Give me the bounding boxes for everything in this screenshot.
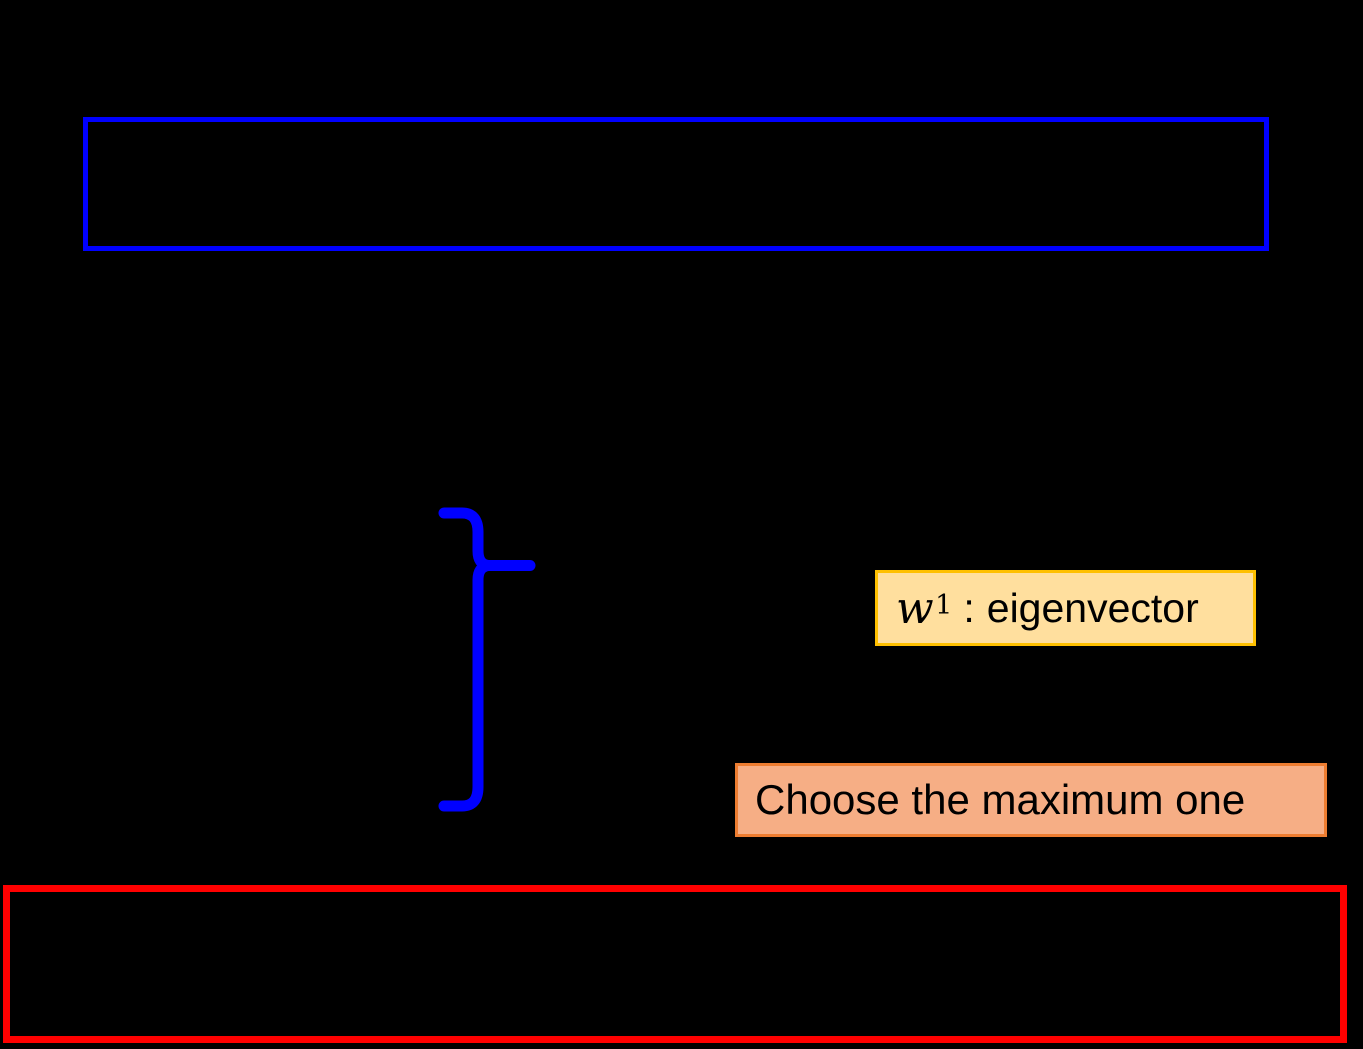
eigenvector-label: eigenvector <box>986 584 1199 631</box>
callout-choose-maximum: Choose the maximum one <box>735 763 1327 837</box>
eigenvector-symbol: w <box>896 582 935 634</box>
eigenvector-separator: : <box>963 584 975 631</box>
blue-highlight-rectangle <box>83 117 1269 251</box>
blue-right-brace <box>436 504 540 816</box>
red-highlight-rectangle <box>3 885 1347 1043</box>
brace-icon <box>438 507 536 812</box>
choose-maximum-label: Choose the maximum one <box>755 776 1246 823</box>
